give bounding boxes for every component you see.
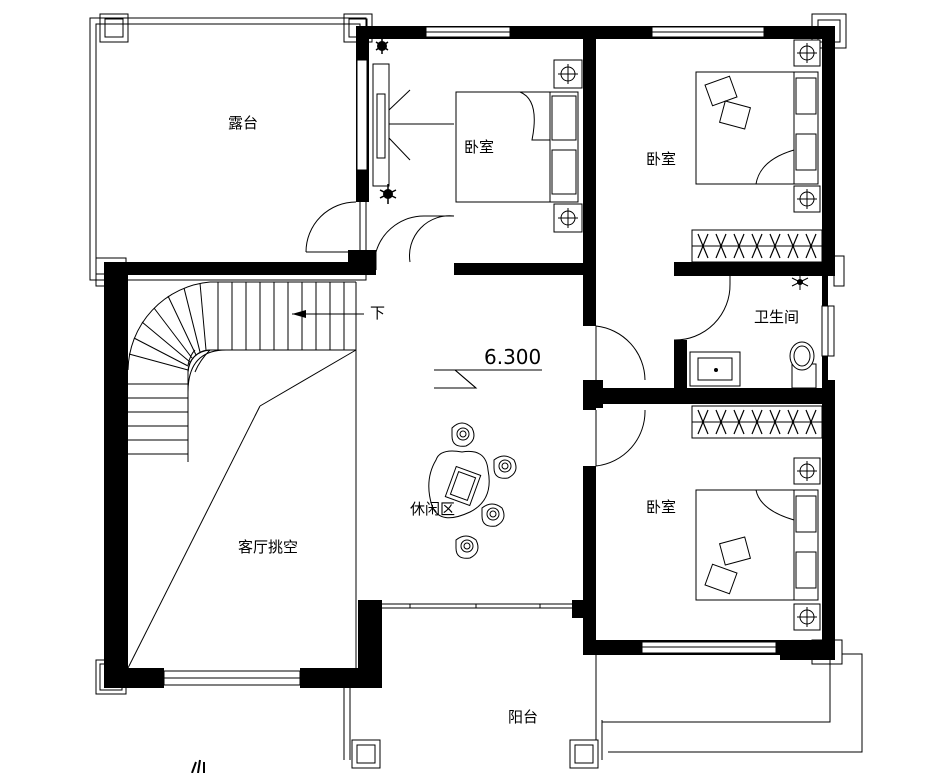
balcony-area: [343, 653, 863, 769]
right-top-bedroom-furniture: 卧室: [646, 39, 821, 213]
stool-icon: [481, 503, 505, 527]
room-label-living-void: 客厅挑空: [238, 538, 298, 556]
stool-icon: [451, 422, 475, 447]
lounge-furniture: 休闲区: [410, 422, 517, 559]
right-bottom-bedroom-furniture: 卧室: [646, 457, 821, 631]
staircase: 下: [127, 281, 385, 462]
plant-icon: [379, 184, 397, 204]
elevation-value: 6.300: [484, 345, 541, 369]
stair-treads-curve: [128, 282, 207, 371]
room-label-lounge: 休闲区: [410, 500, 455, 518]
elevation-marker: 6.300: [434, 345, 542, 389]
sliding-door: [382, 603, 572, 609]
room-label-bathroom: 卫生间: [754, 308, 799, 326]
room-label-balcony: 阳台: [508, 708, 538, 726]
doors: [305, 201, 731, 467]
plant-icon: [375, 38, 389, 54]
plant-icon: [191, 759, 205, 773]
room-label-bedroom-top: 卧室: [464, 138, 494, 156]
room-label-bedroom-right-top: 卧室: [646, 150, 676, 168]
shower-head-icon: [791, 274, 809, 290]
terrace-area: [89, 13, 373, 281]
room-label-terrace: 露台: [228, 114, 258, 132]
bathroom-fixtures: 卫生间: [689, 274, 817, 389]
stool-icon: [493, 455, 517, 479]
stair-treads-top: [217, 282, 345, 350]
corner-posts: [95, 13, 847, 695]
living-void-outline: [127, 349, 357, 669]
upper-bedroom-furniture: 卧室: [372, 38, 583, 233]
stair-treads-lower: [128, 383, 188, 455]
wardrobe-bottom: [691, 405, 823, 439]
windows: [163, 26, 835, 686]
room-label-bedroom-right-bottom: 卧室: [646, 498, 676, 516]
wardrobe-top: [691, 229, 823, 263]
stair-direction-label: 下: [370, 304, 385, 322]
stool-icon: [455, 535, 479, 559]
